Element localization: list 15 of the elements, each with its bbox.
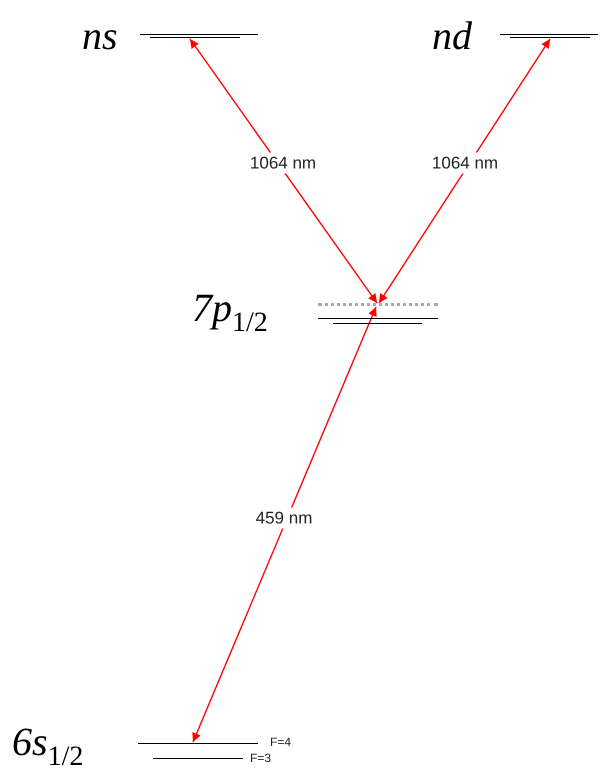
level-label: nd: [432, 16, 472, 56]
energy-level: [153, 757, 243, 761]
energy-level: [500, 33, 598, 39]
energy-level: [140, 33, 258, 39]
arrow: [192, 306, 377, 742]
energy-level: [318, 316, 438, 326]
level-label: 7p$_{1/2}$: [192, 288, 268, 337]
level-label: F=3: [250, 752, 272, 764]
energy-level: [138, 742, 258, 746]
level-label: ns: [82, 16, 118, 56]
arrow: [378, 38, 551, 304]
energy-level: [318, 303, 438, 307]
level-label: F=4: [270, 736, 292, 748]
arrow: [189, 38, 378, 304]
level-label: 6s$_{1/2}$: [12, 722, 84, 771]
